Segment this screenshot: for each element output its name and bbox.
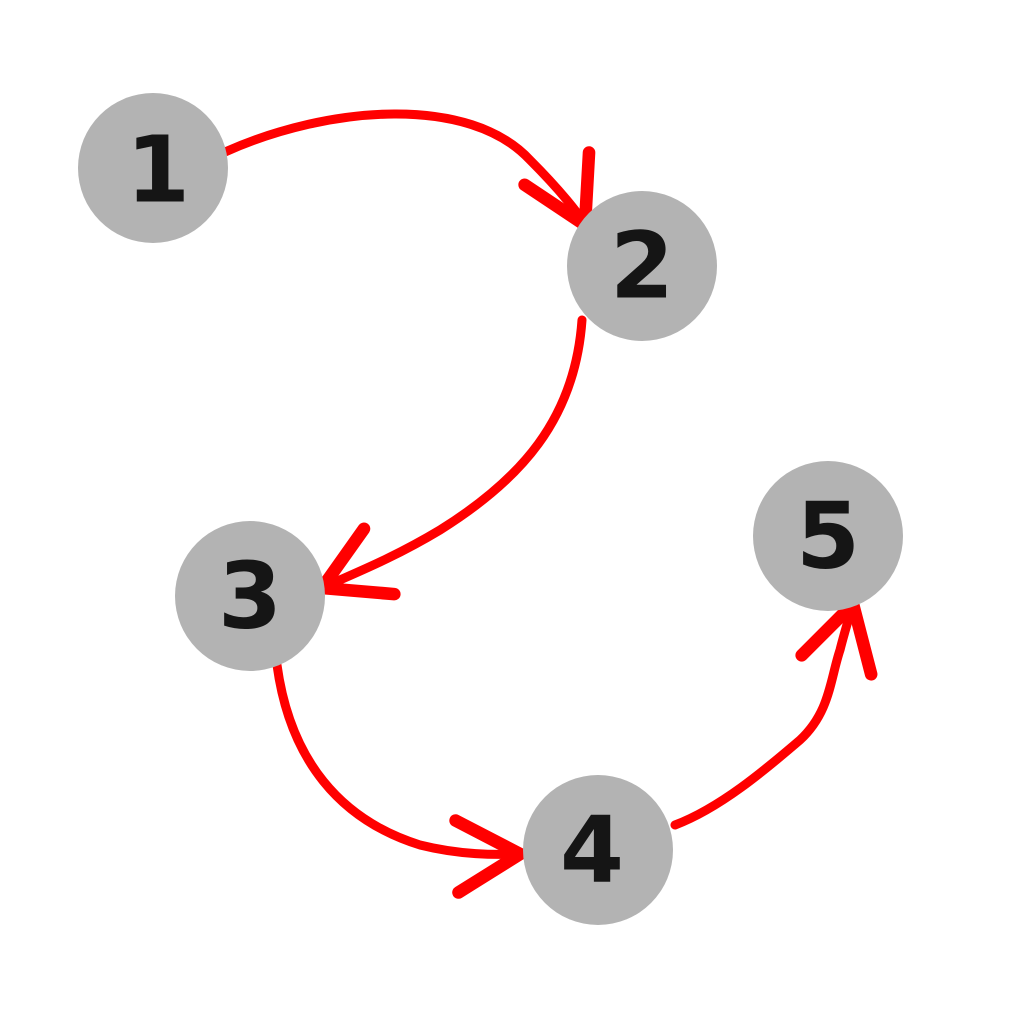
node-2-circle [567, 191, 717, 341]
node-5-circle [753, 461, 903, 611]
node-1: 1 [78, 93, 228, 243]
edge-4-to-5 [670, 597, 878, 830]
node-4-circle [523, 775, 673, 925]
node-5-label: 5 [796, 483, 860, 590]
node-1-label: 1 [126, 117, 190, 224]
node-2-label: 2 [610, 213, 674, 320]
node-3-circle [175, 521, 325, 671]
node-5: 5 [753, 461, 903, 611]
node-4-label: 4 [560, 797, 624, 904]
node-2: 2 [567, 191, 717, 341]
edges [220, 109, 878, 899]
edge-3-to-4 [272, 660, 527, 899]
node-3-label: 3 [218, 543, 282, 650]
edge-1-to-2 [220, 109, 596, 232]
node-4: 4 [523, 775, 673, 925]
edge-2-to-3 [315, 315, 587, 601]
node-3: 3 [175, 521, 325, 671]
node-1-circle [78, 93, 228, 243]
